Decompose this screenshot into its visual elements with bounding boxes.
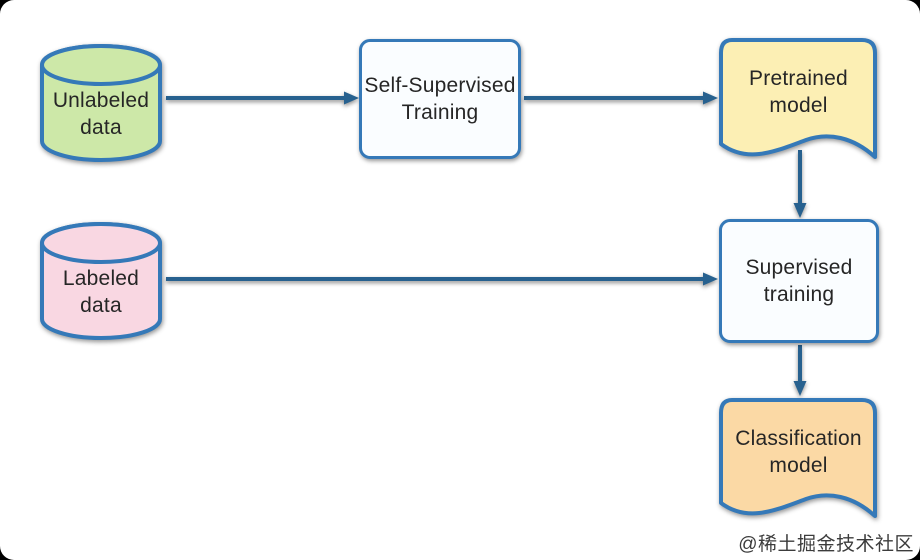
- node-self-supervised-training: Self-Supervised Training: [359, 39, 521, 159]
- node-label-pretrained-model: Pretrained model: [749, 66, 848, 117]
- node-labeled-data: Labeled data: [38, 221, 164, 341]
- cylinder-shape: [40, 44, 162, 162]
- node-classification-model: Classification model: [718, 397, 879, 523]
- node-label-classification-model: Classification model: [735, 427, 862, 477]
- node-pretrained-model: Pretrained model: [718, 37, 879, 164]
- watermark-text: @稀土掘金技术社区: [738, 534, 914, 555]
- node-supervised-training: Supervised training: [719, 219, 879, 343]
- node-unlabeled-data: Unlabeled data: [38, 43, 164, 163]
- node-label-self-supervised-training: Self-Supervised Training: [364, 74, 516, 124]
- node-label-labeled-data: Labeled data: [62, 267, 140, 317]
- node-label-supervised-training: Supervised training: [745, 256, 853, 306]
- document-shape: [719, 38, 877, 159]
- document-shape: [719, 398, 877, 518]
- cylinder-shape: [40, 222, 162, 340]
- node-label-unlabeled-data: Unlabeled data: [52, 89, 150, 139]
